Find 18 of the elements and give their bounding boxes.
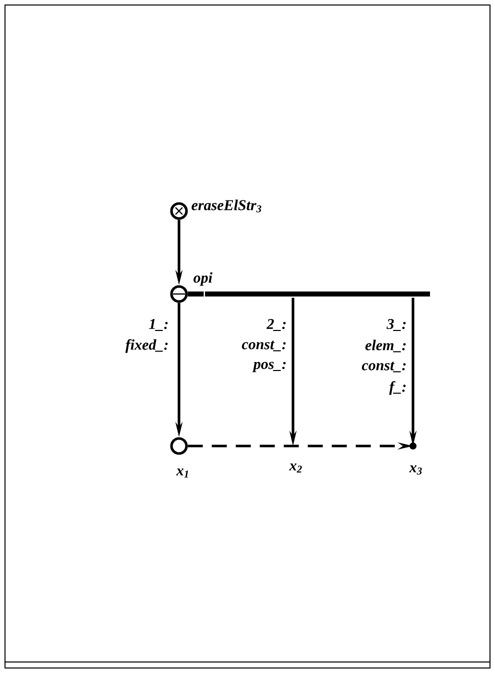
branch-label: const_: [362, 362, 406, 372]
point-label: x$_{2}$ [289, 463, 302, 473]
branch-label: 1_: [149, 319, 168, 331]
node-label: eraseElStr$_{3}$ [192, 200, 262, 212]
node-label: opi [194, 272, 212, 286]
junction-circle [170, 437, 188, 455]
node-label: x$_{1}$ [176, 468, 188, 478]
branch-label: pos_: [252, 362, 286, 372]
bus-bar [205, 292, 430, 296]
branch-label: f_: [389, 381, 406, 395]
branch-label: elem_: [365, 340, 406, 352]
branch-label: 2_: [266, 319, 286, 331]
node-label: x$_{3}$ [409, 465, 422, 475]
branch-label: 3_: [386, 319, 406, 331]
branch-label: const_: [242, 340, 286, 352]
junction-circle [170, 202, 188, 220]
junction-circle [170, 285, 188, 303]
branch-label: fixed_: [125, 339, 168, 353]
